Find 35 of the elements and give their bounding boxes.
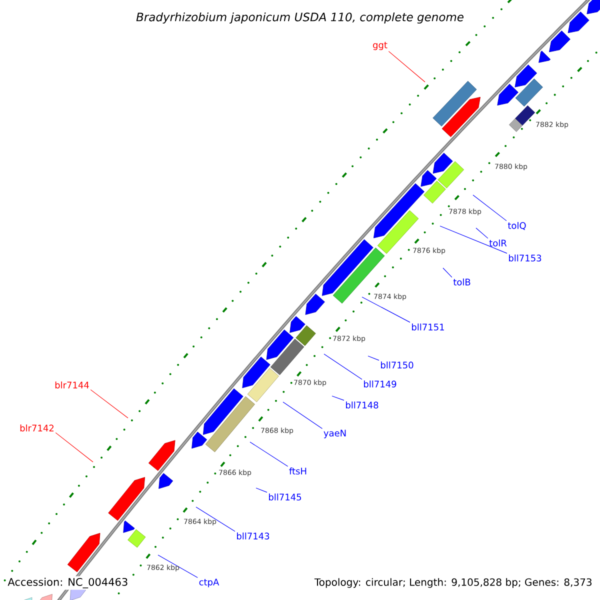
- leader-line: [472, 194, 507, 222]
- gene-label: bll7150: [381, 362, 414, 368]
- gene-label: tolQ: [508, 222, 526, 230]
- gene-label: bll7143: [237, 532, 270, 540]
- leader-line: [362, 296, 410, 323]
- gene-label: tolB: [453, 278, 470, 286]
- leader-line: [196, 506, 236, 532]
- gene-label: bll7153: [509, 254, 542, 262]
- leader-line: [282, 402, 323, 429]
- leader-line: [332, 396, 344, 401]
- gene-label: bll7151: [412, 324, 444, 330]
- leader-line: [368, 356, 380, 361]
- gene-label: bll7149: [364, 380, 396, 388]
- leader-line: [90, 389, 128, 418]
- gene-label: bll7145: [269, 494, 302, 500]
- gene-label: blr7144: [55, 382, 89, 388]
- genome-info-text: Topology: circular; Length: 9,105,828 bp; Genes: 8,373: [312, 576, 594, 590]
- accession-text: Accession: NC_004463: [6, 576, 130, 590]
- title: Bradyrhizobium japonicum USDA 110, complete genome: [136, 12, 464, 24]
- gene-label: ggt: [373, 42, 388, 50]
- leader-line: [158, 554, 198, 578]
- leader-line: [324, 354, 362, 380]
- gene-label: ctpA: [199, 578, 220, 588]
- gene-label: ftsH: [289, 468, 306, 474]
- leader-line: [250, 442, 288, 467]
- gene-label: blr7142: [20, 424, 54, 432]
- gene-label: tolR: [489, 240, 507, 246]
- leader-line: [388, 51, 426, 82]
- gene-label: bll7148: [346, 402, 378, 408]
- leader-line: [440, 226, 508, 254]
- leader-line: [476, 228, 488, 239]
- leader-line: [55, 432, 94, 462]
- leader-line: [442, 268, 452, 278]
- gene-label: yaeN: [324, 430, 346, 438]
- leader-line: [256, 488, 268, 493]
